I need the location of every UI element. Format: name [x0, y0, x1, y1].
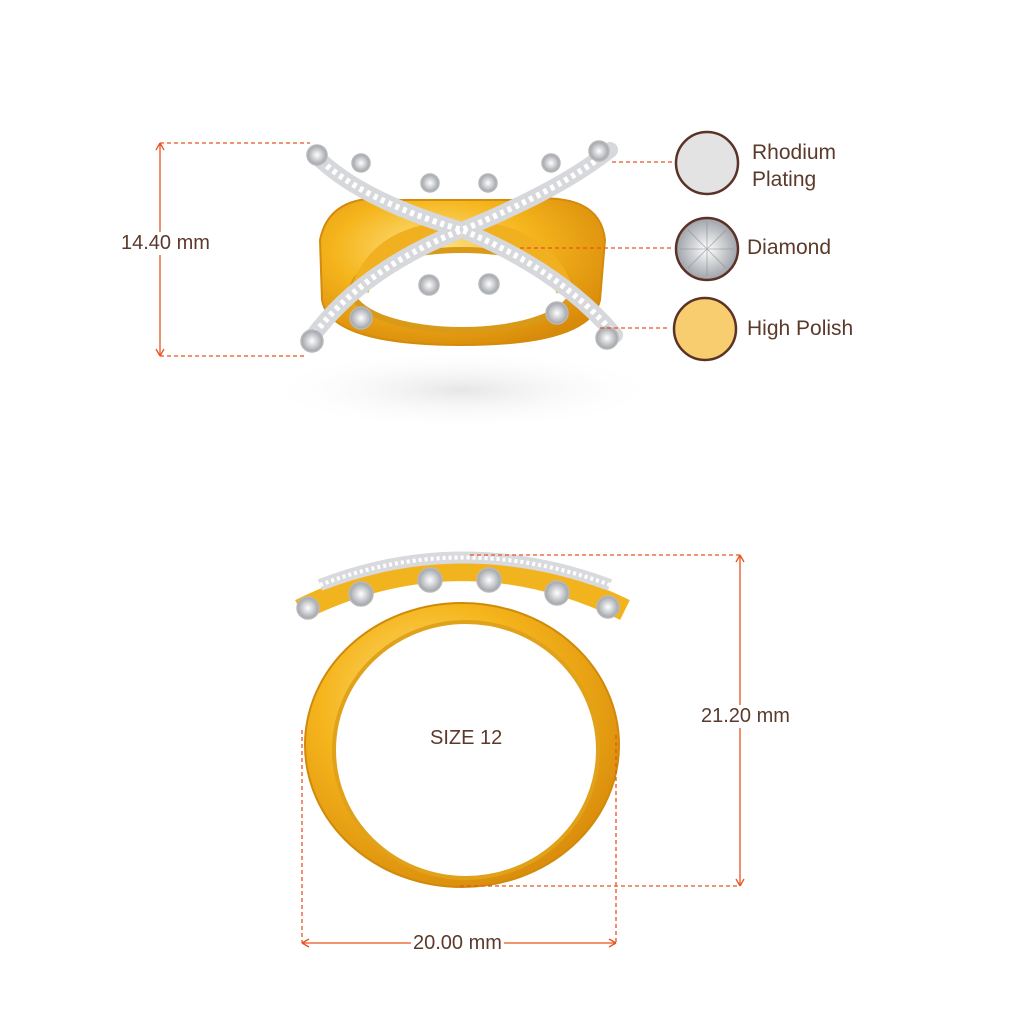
rhodium-swatch [674, 130, 740, 196]
rhodium-label-line1: Rhodium [752, 141, 837, 164]
rhodium-label: Rhodium Plating [752, 139, 836, 193]
high-polish-swatch [672, 296, 738, 362]
ring-top-view [262, 140, 662, 430]
ring-size-label: SIZE 12 [430, 727, 503, 749]
high-polish-label: High Polish [747, 317, 854, 340]
height-label-top: 14.40 mm [119, 232, 212, 255]
ring-front-view [295, 551, 630, 888]
rhodium-label-line2: Plating [752, 168, 817, 191]
diamond-label: Diamond [747, 236, 832, 259]
diamond-facets [680, 222, 734, 276]
width-label: 20.00 mm [411, 932, 504, 955]
dimension-lines [155, 142, 745, 948]
height-label-front: 21.20 mm [699, 705, 792, 728]
